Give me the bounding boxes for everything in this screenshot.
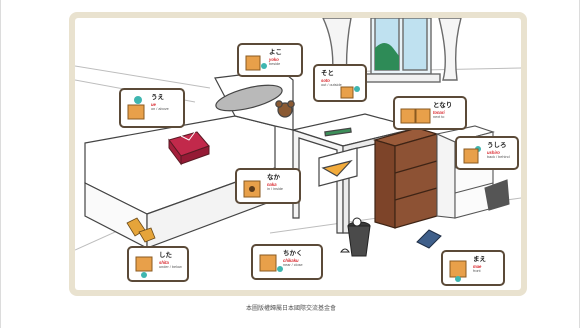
window (322, 18, 462, 87)
tonari-english: next to (433, 114, 445, 119)
naka-romaji: naka (267, 181, 277, 187)
box-with-ball-icon (245, 55, 267, 71)
mae-english: front (473, 268, 481, 273)
callout-mae: まえ mae front (441, 250, 505, 286)
ushiro-japanese: うしろ (487, 141, 507, 149)
naka-english: in / inside (267, 186, 284, 191)
tonari-japanese: となり (433, 101, 453, 109)
mae-romaji: mae (473, 263, 482, 269)
shita-japanese: した (159, 251, 172, 259)
box-with-ball-icon (135, 256, 153, 278)
notebook (416, 229, 442, 249)
mae-japanese: まえ (473, 255, 486, 263)
chikaku-japanese: ちかく (283, 249, 303, 257)
soto-english: out / outside (321, 82, 342, 87)
box-with-ball-icon (449, 260, 467, 282)
copyright-caption: 本圖版權歸屬日本國際交流基金會 (245, 305, 336, 312)
yoko-english: beside (269, 61, 281, 66)
ue-japanese: うえ (151, 93, 164, 101)
callout-naka: なか naka in / inside (235, 168, 301, 204)
chikaku-romaji: chikaku (283, 257, 299, 263)
box-with-ball-icon (340, 86, 360, 99)
ushiro-english: back / behind (487, 154, 510, 159)
ue-romaji: ue (151, 101, 156, 107)
shita-romaji: shita (159, 259, 169, 265)
callout-tonari: となり tonari next to (393, 96, 467, 130)
bed (84, 69, 295, 249)
callout-ue: うえ ue on / above (119, 88, 185, 128)
ue-english: on / above (151, 106, 169, 111)
two-boxes-icon (400, 108, 431, 124)
box-with-ball-icon (243, 180, 261, 198)
yoko-japanese: よこ (269, 48, 282, 56)
soto-japanese: そと (321, 69, 334, 77)
naka-japanese: なか (267, 173, 280, 181)
tonari-romaji: tonari (433, 109, 445, 115)
room-illustration: うえ ue on / above よこ yoko beside そと (75, 18, 521, 290)
wooden-shelf (372, 127, 440, 229)
chikaku-english: near / close (283, 262, 303, 267)
red-bag (168, 131, 210, 166)
box-with-ball-icon (463, 146, 481, 164)
ushiro-romaji: ushiro (487, 149, 500, 155)
callout-chikaku: ちかく chikaku near / close (251, 244, 323, 280)
box-with-ball-icon (127, 96, 145, 120)
callout-shita: した shita under / below (127, 246, 189, 282)
callout-yoko: よこ yoko beside (237, 43, 303, 77)
yoko-romaji: yoko (269, 56, 279, 62)
illustration-frame: うえ ue on / above よこ yoko beside そと (69, 12, 527, 296)
callout-ushiro: うしろ ushiro back / behind (455, 136, 519, 170)
shoes (126, 217, 156, 243)
shita-english: under / below (159, 264, 182, 269)
trash-can (340, 217, 371, 257)
callout-soto: そと soto out / outside (313, 64, 367, 102)
box-with-ball-icon (259, 254, 283, 272)
soto-romaji: soto (321, 77, 330, 83)
